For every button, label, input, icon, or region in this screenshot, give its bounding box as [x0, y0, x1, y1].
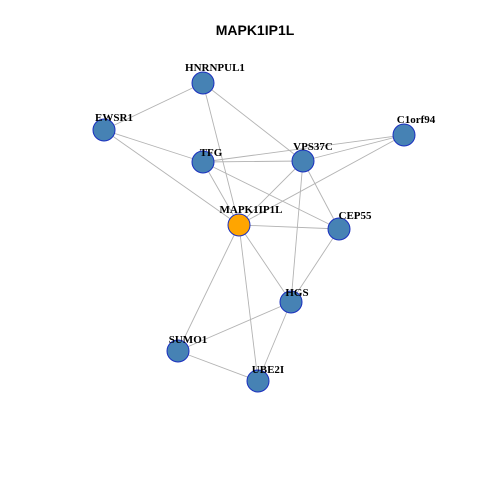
node-label-c1orf94: C1orf94 — [397, 114, 436, 126]
node-label-vps37c: VPS37C — [293, 141, 333, 153]
node-tfg[interactable] — [191, 150, 215, 174]
node-label-cep55: CEP55 — [339, 210, 373, 222]
node-mapk1ip1l[interactable] — [227, 213, 251, 237]
edge-tfg-cep55 — [202, 161, 340, 230]
edge-mapk1ip1l-sumo1 — [177, 224, 240, 352]
edge-mapk1ip1l-hgs — [238, 224, 292, 303]
edge-hnrnpul1-mapk1ip1l — [202, 82, 240, 226]
node-label-hnrnpul1: HNRNPUL1 — [185, 62, 245, 74]
node-hgs[interactable] — [279, 290, 303, 314]
node-label-ewsr1: EWSR1 — [95, 112, 133, 124]
edge-mapk1ip1l-ube2i — [238, 224, 259, 382]
node-c1orf94[interactable] — [392, 123, 416, 147]
node-label-mapk1ip1l: MAPK1IP1L — [220, 204, 283, 216]
edge-tfg-vps37c — [202, 160, 304, 163]
nodes-layer — [92, 71, 416, 393]
node-label-tfg: TFG — [200, 147, 223, 159]
node-ube2i[interactable] — [246, 369, 270, 393]
node-label-sumo1: SUMO1 — [169, 334, 208, 346]
graph-title: MAPK1IP1L — [216, 22, 295, 38]
edge-hnrnpul1-vps37c — [202, 82, 304, 162]
edge-ewsr1-mapk1ip1l — [103, 129, 240, 226]
node-ewsr1[interactable] — [92, 118, 116, 142]
edges-layer — [103, 82, 405, 382]
edge-mapk1ip1l-cep55 — [238, 224, 340, 230]
node-hnrnpul1[interactable] — [191, 71, 215, 95]
edge-vps37c-cep55 — [302, 160, 340, 230]
node-vps37c[interactable] — [291, 149, 315, 173]
node-cep55[interactable] — [327, 217, 351, 241]
edge-cep55-hgs — [290, 228, 340, 303]
edge-ewsr1-tfg — [103, 129, 204, 163]
edge-c1orf94-mapk1ip1l — [238, 134, 405, 226]
edge-sumo1-ube2i — [177, 350, 259, 382]
edge-tfg-c1orf94 — [202, 134, 405, 163]
node-label-ube2i: UBE2I — [252, 364, 284, 376]
edge-vps37c-hgs — [290, 160, 304, 303]
edge-hgs-sumo1 — [177, 301, 292, 352]
edge-hnrnpul1-ewsr1 — [103, 82, 204, 131]
edge-hgs-ube2i — [257, 301, 292, 382]
node-sumo1[interactable] — [166, 339, 190, 363]
node-label-hgs: HGS — [285, 287, 308, 299]
edge-tfg-mapk1ip1l — [202, 161, 240, 226]
edge-vps37c-mapk1ip1l — [238, 160, 304, 226]
edge-vps37c-c1orf94 — [302, 134, 405, 162]
